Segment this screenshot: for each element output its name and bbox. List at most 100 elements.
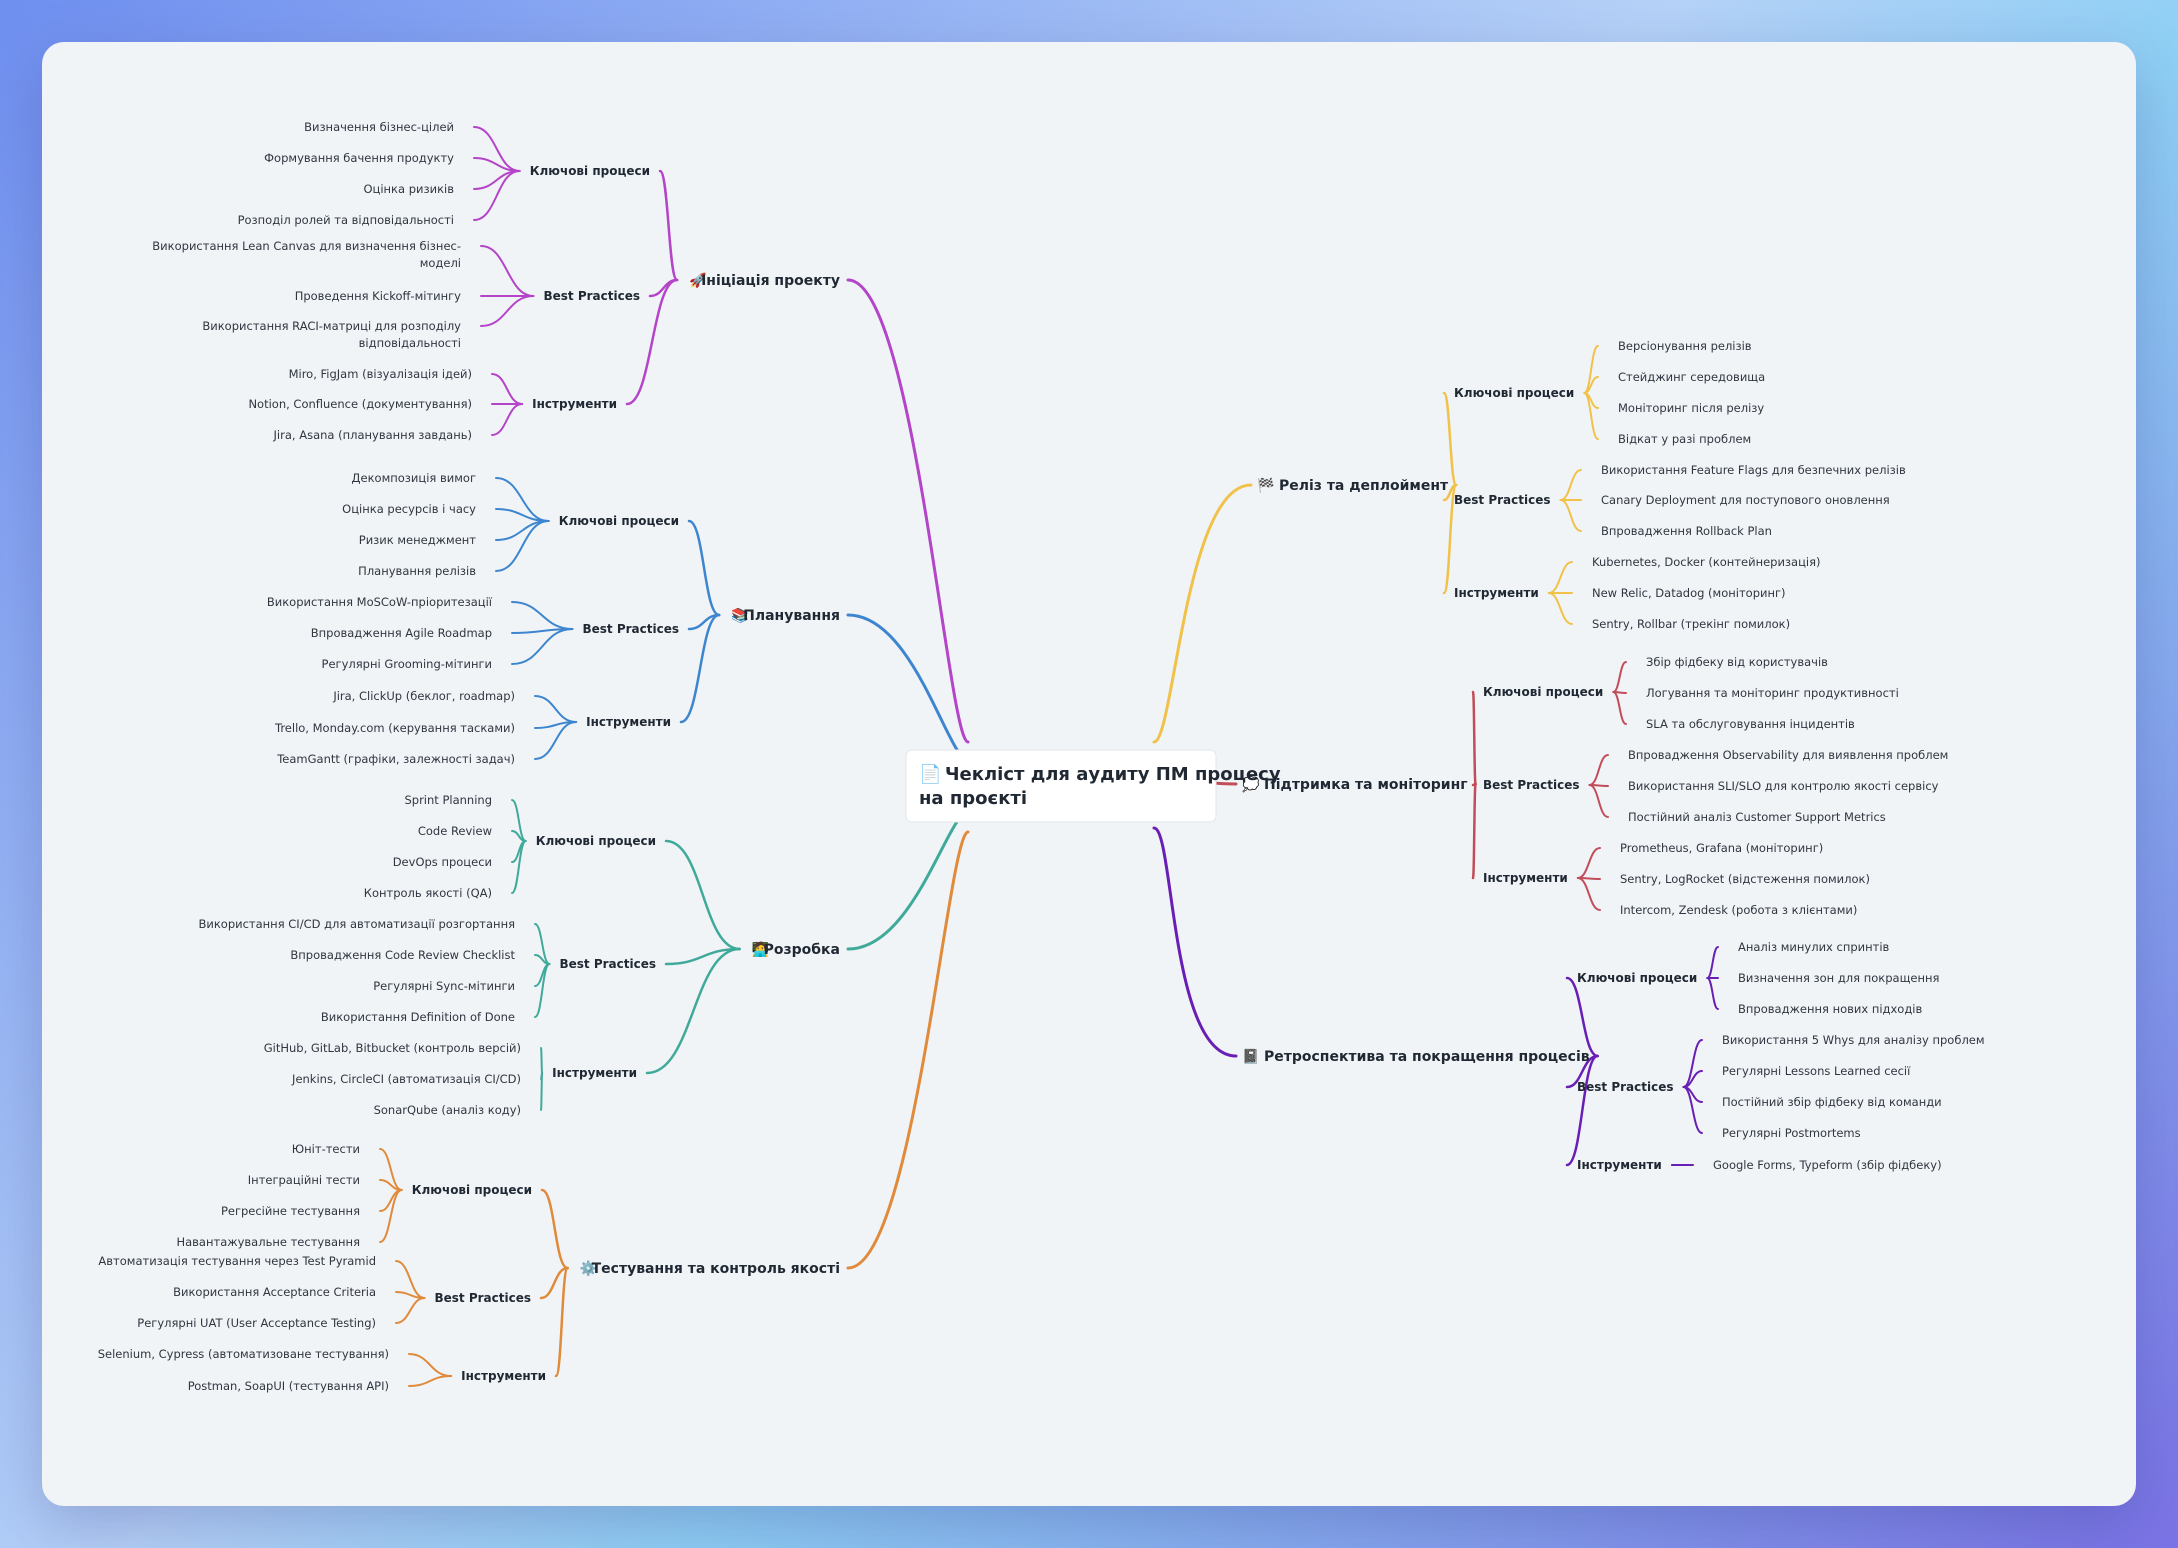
leaf-item[interactable]: Регулярні Sync-мітинги bbox=[373, 979, 515, 993]
leaf-item[interactable]: Збір фідбеку від користувачів bbox=[1646, 655, 1828, 669]
leaf-item[interactable]: Навантажувальне тестування bbox=[176, 1235, 360, 1249]
group-3-2[interactable]: Best Practices Використання CI/CD для авт… bbox=[198, 917, 656, 1024]
leaf-item[interactable]: Впровадження Observability для виявлення… bbox=[1628, 748, 1948, 762]
group-1-1[interactable]: Ключові процеси Визначення бізнес-цілейФо… bbox=[238, 120, 650, 227]
group-title[interactable]: Інструменти bbox=[461, 1369, 546, 1383]
leaf-item[interactable]: Використання CI/CD для автоматизації роз… bbox=[198, 917, 515, 931]
leaf-item[interactable]: New Relic, Datadog (моніторинг) bbox=[1592, 586, 1786, 600]
leaf-item[interactable]: Визначення бізнес-цілей bbox=[304, 120, 454, 134]
group-title[interactable]: Best Practices bbox=[559, 957, 656, 971]
leaf-item[interactable]: Code Review bbox=[418, 824, 492, 838]
root-node[interactable]: 📄 Чекліст для аудиту ПМ процесу на проєк… bbox=[905, 749, 1281, 823]
group-title[interactable]: Best Practices bbox=[582, 622, 679, 636]
leaf-item[interactable]: Версіонування релізів bbox=[1618, 339, 1752, 353]
leaf-item[interactable]: Юніт-тести bbox=[292, 1142, 360, 1156]
leaf-item[interactable]: Використання Definition of Done bbox=[321, 1010, 515, 1024]
group-title[interactable]: Інструменти bbox=[552, 1066, 637, 1080]
group-title[interactable]: Ключові процеси bbox=[1483, 685, 1603, 699]
leaf-item[interactable]: Оцінка ресурсів і часу bbox=[342, 502, 476, 516]
leaf-item[interactable]: GitHub, GitLab, Bitbucket (контроль верс… bbox=[264, 1041, 521, 1055]
leaf-item[interactable]: Sprint Planning bbox=[404, 793, 492, 807]
group-6-1[interactable]: Ключові процеси Збір фідбеку від користув… bbox=[1483, 655, 1899, 731]
group-1-2[interactable]: Best Practices Використання Lean Canvas д… bbox=[152, 239, 640, 350]
leaf-item[interactable]: Стейджинг середовища bbox=[1618, 370, 1765, 384]
branch-title[interactable]: Планування bbox=[743, 608, 840, 624]
leaf-item[interactable]: Kubernetes, Docker (контейнеризація) bbox=[1592, 555, 1821, 569]
branch-7[interactable]: 📓Ретроспектива та покращення процесівКлю… bbox=[1242, 940, 1985, 1172]
leaf-item[interactable]: Впровадження Rollback Plan bbox=[1601, 524, 1772, 538]
leaf-item[interactable]: Інтеграційні тести bbox=[248, 1173, 360, 1187]
group-2-3[interactable]: Інструменти Jira, ClickUp (беклог, roadma… bbox=[274, 689, 671, 766]
group-title[interactable]: Інструменти bbox=[586, 715, 671, 729]
group-title[interactable]: Ключові процеси bbox=[559, 514, 679, 528]
leaf-item[interactable]: Canary Deployment для поступового оновле… bbox=[1601, 493, 1890, 507]
group-title[interactable]: Ключові процеси bbox=[536, 834, 656, 848]
leaf-item[interactable]: Postman, SoapUI (тестування API) bbox=[188, 1379, 389, 1393]
group-title[interactable]: Ключові процеси bbox=[412, 1183, 532, 1197]
leaf-item[interactable]: Регулярні Grooming-мітинги bbox=[322, 657, 492, 671]
leaf-item[interactable]: Постійний збір фідбеку від команди bbox=[1722, 1095, 1942, 1109]
leaf-item[interactable]: Prometheus, Grafana (моніторинг) bbox=[1620, 841, 1823, 855]
group-title[interactable]: Ключові процеси bbox=[530, 164, 650, 178]
leaf-item[interactable]: Використання SLI/SLO для контролю якості… bbox=[1628, 779, 1939, 793]
leaf-item[interactable]: Впровадження Code Review Checklist bbox=[290, 948, 515, 962]
group-title[interactable]: Best Practices bbox=[434, 1291, 531, 1305]
leaf-item[interactable]: SonarQube (аналіз коду) bbox=[374, 1103, 521, 1117]
leaf-item[interactable]: моделі bbox=[420, 256, 461, 270]
leaf-item[interactable]: Використання 5 Whys для аналізу проблем bbox=[1722, 1033, 1985, 1047]
leaf-item[interactable]: Постійний аналіз Customer Support Metric… bbox=[1628, 810, 1886, 824]
leaf-item[interactable]: Контроль якості (QA) bbox=[364, 886, 492, 900]
leaf-item[interactable]: Декомпозиція вимог bbox=[352, 471, 476, 485]
leaf-item[interactable]: Логування та моніторинг продуктивності bbox=[1646, 686, 1899, 700]
leaf-item[interactable]: Miro, FigJam (візуалізація ідей) bbox=[289, 367, 472, 381]
group-5-3[interactable]: Інструменти Kubernetes, Docker (контейнер… bbox=[1454, 555, 1821, 631]
leaf-item[interactable]: Jenkins, CircleCI (автоматизація CI/CD) bbox=[291, 1072, 521, 1086]
group-title[interactable]: Best Practices bbox=[1454, 493, 1551, 507]
leaf-item[interactable]: Використання Feature Flags для безпечних… bbox=[1601, 463, 1906, 477]
leaf-item[interactable]: Визначення зон для покращення bbox=[1738, 971, 1939, 985]
branch-title[interactable]: Тестування та контроль якості bbox=[592, 1261, 840, 1277]
group-title[interactable]: Best Practices bbox=[543, 289, 640, 303]
leaf-item[interactable]: Регулярні Postmortems bbox=[1722, 1126, 1861, 1140]
leaf-item[interactable]: Notion, Confluence (документування) bbox=[248, 397, 472, 411]
leaf-item[interactable]: Регулярні Lessons Learned сесії bbox=[1722, 1064, 1911, 1078]
leaf-item[interactable]: Впровадження нових підходів bbox=[1738, 1002, 1922, 1016]
group-title[interactable]: Інструменти bbox=[532, 397, 617, 411]
leaf-item[interactable]: Розподіл ролей та відповідальності bbox=[238, 213, 454, 227]
leaf-item[interactable]: Регулярні UAT (User Acceptance Testing) bbox=[137, 1316, 376, 1330]
leaf-item[interactable]: Аналіз минулих спринтів bbox=[1738, 940, 1890, 954]
branch-title[interactable]: Ретроспектива та покращення процесів bbox=[1264, 1049, 1590, 1065]
group-5-1[interactable]: Ключові процеси Версіонування релізівСтей… bbox=[1454, 339, 1765, 446]
group-5-2[interactable]: Best Practices Використання Feature Flags… bbox=[1454, 463, 1906, 538]
branch-title[interactable]: Реліз та деплоймент bbox=[1279, 478, 1449, 494]
group-2-1[interactable]: Ключові процеси Декомпозиція вимогОцінка … bbox=[342, 471, 679, 578]
leaf-item[interactable]: Формування бачення продукту bbox=[264, 151, 454, 165]
leaf-item[interactable]: Використання Lean Canvas для визначення … bbox=[152, 239, 461, 253]
leaf-item[interactable]: Jira, ClickUp (беклог, roadmap) bbox=[332, 689, 515, 703]
leaf-item[interactable]: Trello, Monday.com (керування тасками) bbox=[274, 721, 515, 735]
leaf-item[interactable]: Google Forms, Typeform (збір фідбеку) bbox=[1713, 1158, 1942, 1172]
leaf-item[interactable]: SLA та обслуговування інцидентів bbox=[1646, 717, 1855, 731]
leaf-item[interactable]: Використання Acceptance Criteria bbox=[173, 1285, 376, 1299]
leaf-item[interactable]: Intercom, Zendesk (робота з клієнтами) bbox=[1620, 903, 1857, 917]
leaf-item[interactable]: Регресійне тестування bbox=[221, 1204, 360, 1218]
leaf-item[interactable]: TeamGantt (графіки, залежності задач) bbox=[276, 752, 515, 766]
leaf-item[interactable]: відповідальності bbox=[359, 336, 461, 350]
group-title[interactable]: Інструменти bbox=[1454, 586, 1539, 600]
group-title[interactable]: Ключові процеси bbox=[1454, 386, 1574, 400]
leaf-item[interactable]: Впровадження Agile Roadmap bbox=[311, 626, 492, 640]
leaf-item[interactable]: Ризик менеджмент bbox=[359, 533, 477, 547]
